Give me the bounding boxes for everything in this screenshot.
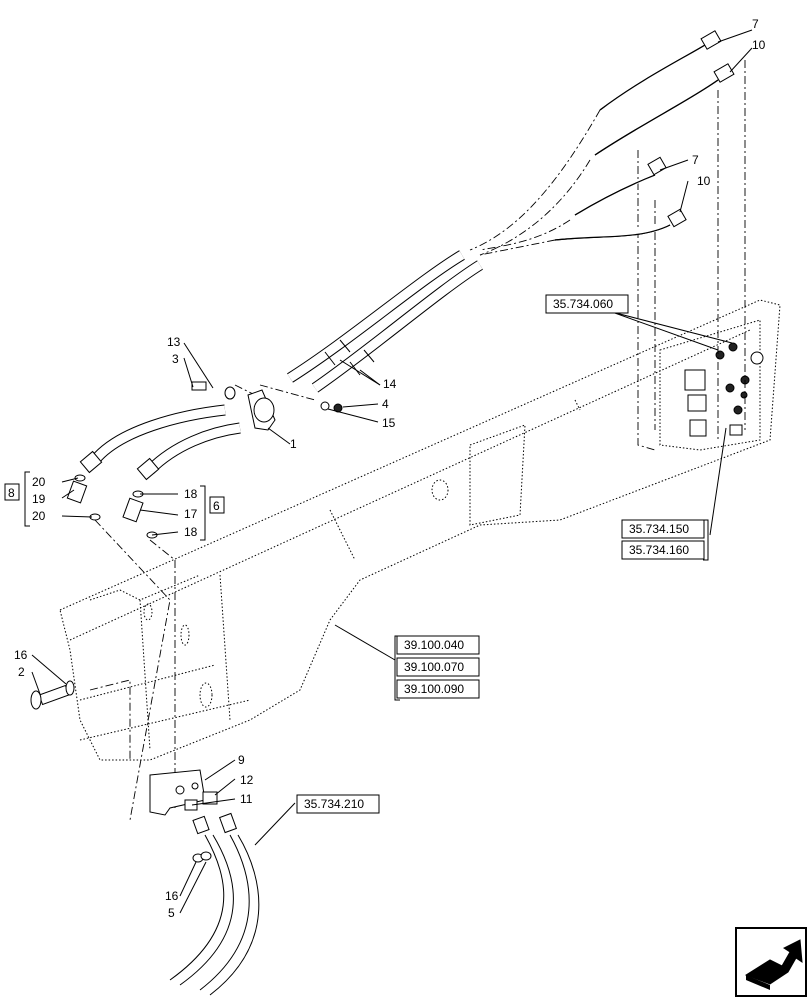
svg-text:35.734.210: 35.734.210: [304, 797, 364, 811]
chassis-frame: [59, 299, 781, 761]
callout-12: 12: [240, 773, 254, 787]
group-8-box: 8: [4, 483, 20, 501]
callout-10: 10: [697, 174, 711, 188]
callout-labels: 7 10 7 10 13 3 14 4 15 1 20 19 20 18 17 …: [14, 17, 766, 920]
ref-35734150[interactable]: 35.734.150: [621, 519, 705, 539]
leader-lines: [31, 29, 753, 914]
callout-7: 7: [752, 17, 759, 31]
callout-14: 14: [383, 377, 397, 391]
callout-10: 10: [752, 38, 766, 52]
svg-text:39.100.070: 39.100.070: [404, 660, 464, 674]
callout-9: 9: [238, 753, 245, 767]
middle-hoses: [287, 250, 483, 393]
ref-39100070[interactable]: 39.100.070: [396, 657, 480, 677]
next-page-arrow-icon[interactable]: [735, 927, 807, 997]
ref-39100090[interactable]: 39.100.090: [396, 679, 480, 699]
ref-39100040[interactable]: 39.100.040: [396, 635, 480, 655]
svg-text:35.734.150: 35.734.150: [629, 522, 689, 536]
callout-17: 17: [184, 507, 198, 521]
svg-text:39.100.090: 39.100.090: [404, 682, 464, 696]
lower-bracket: [149, 769, 260, 996]
group-6-box: 6: [209, 496, 225, 514]
callout-4: 4: [382, 397, 389, 411]
callout-13: 13: [167, 335, 181, 349]
upper-hoses: [554, 30, 735, 241]
callout-18: 18: [184, 487, 198, 501]
svg-text:6: 6: [213, 499, 220, 513]
left-hoses: [66, 404, 241, 539]
callout-3: 3: [172, 352, 179, 366]
svg-text:35.734.160: 35.734.160: [629, 543, 689, 557]
svg-text:39.100.040: 39.100.040: [404, 638, 464, 652]
callout-20: 20: [32, 509, 46, 523]
callout-7: 7: [692, 153, 699, 167]
callout-18: 18: [184, 525, 198, 539]
clamp-assembly: [191, 381, 343, 431]
phantom-lines: [89, 60, 746, 821]
callout-20: 20: [32, 475, 46, 489]
callout-16: 16: [14, 648, 28, 662]
callout-15: 15: [382, 416, 396, 430]
side-bolt: [30, 680, 75, 710]
ref-35734160[interactable]: 35.734.160: [621, 540, 705, 560]
ref-35734210[interactable]: 35.734.210: [296, 794, 380, 814]
callout-2: 2: [18, 665, 25, 679]
callout-16: 16: [165, 889, 179, 903]
ref-35734060[interactable]: 35.734.060: [545, 294, 629, 314]
svg-text:35.734.060: 35.734.060: [553, 297, 613, 311]
callout-19: 19: [32, 492, 46, 506]
callout-11: 11: [240, 792, 253, 806]
callout-5: 5: [168, 906, 175, 920]
callout-1: 1: [290, 437, 297, 451]
svg-text:8: 8: [8, 486, 15, 500]
